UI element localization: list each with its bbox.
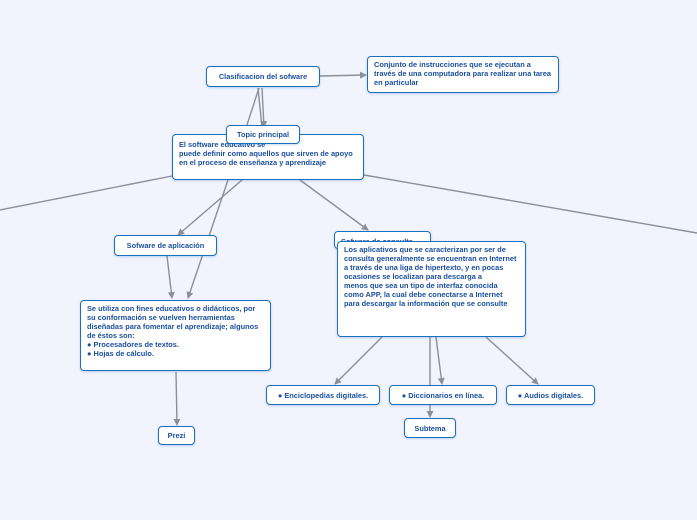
node-sofware-de-aplicacion[interactable]: Sofware de aplicación <box>114 235 217 256</box>
edge-root-topic-a <box>260 87 268 128</box>
edge-educativo-consulta <box>299 179 369 231</box>
node-aplicacion-descripcion[interactable]: Se utiliza con fines educativos o didáct… <box>80 300 271 371</box>
edge-consulta-audios <box>485 336 539 385</box>
edge-root-definition <box>319 71 367 79</box>
node-clasificacion-del-sofware[interactable]: Clasificacion del sofware <box>206 66 320 87</box>
node-enciclopedias-digitales[interactable]: ● Enciclopedias digitales. <box>266 385 380 405</box>
edge-root-topic-b <box>257 87 263 128</box>
edge-educativo-far-left <box>0 175 173 211</box>
node-diccionarios-en-linea[interactable]: ● Diccionarios en línea. <box>389 385 497 405</box>
node-consulta-descripcion[interactable]: Los aplicativos que se caracterizan por … <box>337 241 526 337</box>
node-subtema[interactable]: Subtema <box>404 418 456 438</box>
edge-consulta-diccionarios <box>435 336 445 385</box>
edge-educativo-aplicacion <box>177 179 243 236</box>
edge-consulta-enciclopedias <box>334 336 383 385</box>
node-topic-principal[interactable]: Topic principal <box>226 125 300 144</box>
node-audios-digitales[interactable]: ● Audios digitales. <box>506 385 595 405</box>
edge-educativo-far-right <box>363 174 697 234</box>
node-definicion-software[interactable]: Conjunto de instrucciones que se ejecuta… <box>367 56 559 93</box>
edge-desc-prezi <box>173 371 181 426</box>
edge-aplicacion-desc <box>166 255 175 299</box>
edge-root-left <box>245 87 260 129</box>
node-prezi[interactable]: Prezi <box>158 426 195 445</box>
